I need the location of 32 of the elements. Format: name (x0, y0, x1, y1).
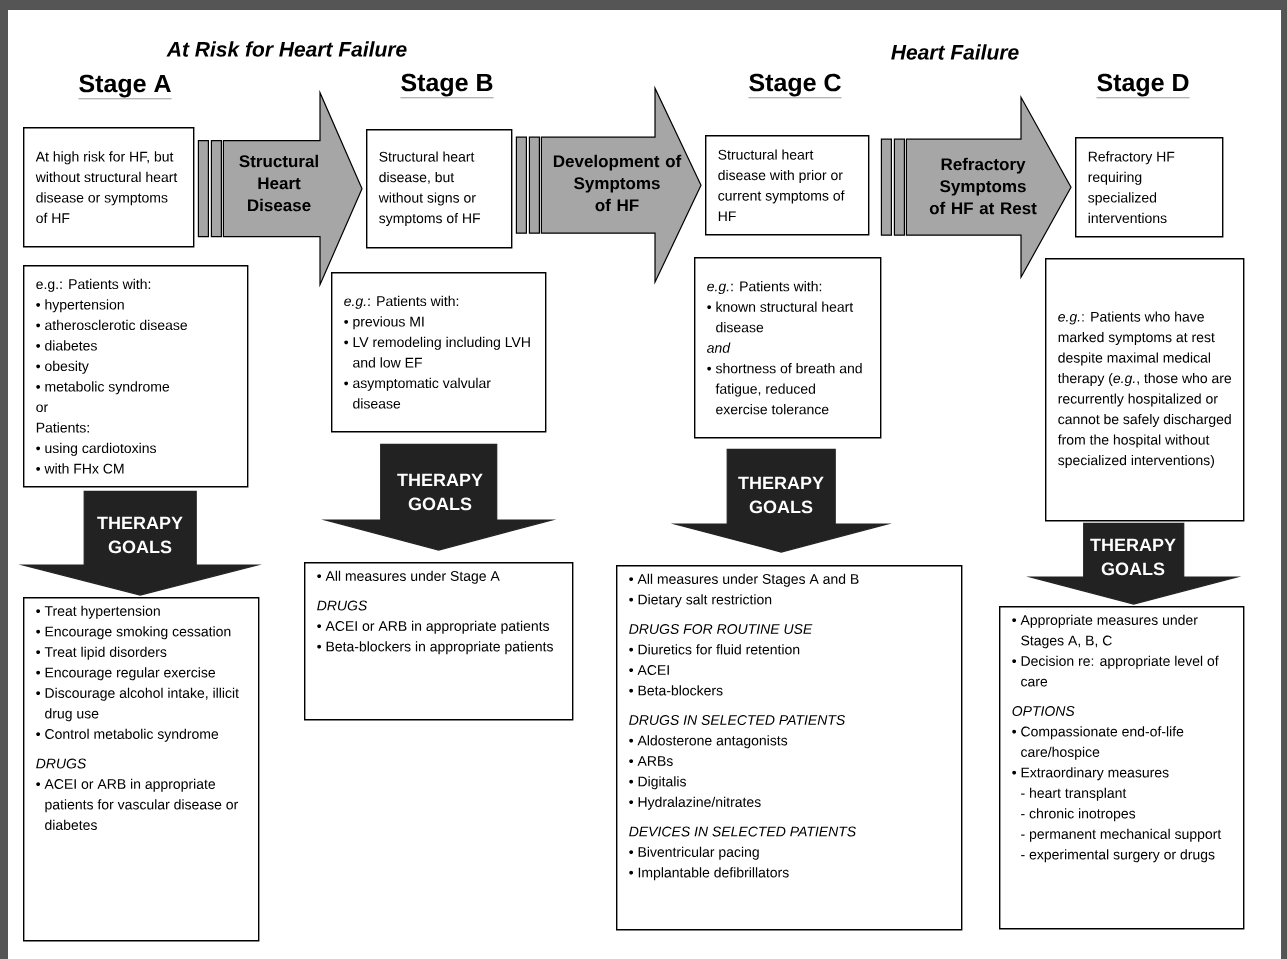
block-arrow (1026, 522, 1242, 605)
patient-examples-box: e.g.: Patients with: • previous MI • LV remodeling including LVH and low EF • asymptomatic valvular disease (331, 272, 547, 433)
stage-heading: Stage C (748, 73, 842, 98)
therapy-goals-box: • All measures under Stage A DRUGS • ACEI or ARB in appropriate patients • Beta-blockers in appropriate patients (304, 562, 574, 721)
therapy-goals-box: • Appropriate measures under Stages A, B, C • Decision re: appropriate level of care OPTIONS • Compassionate end-of-life care/hospice • Extraordinary measures - heart transplant - chronic inotropes - permanent mechanical support - experimental surgery or drugs (999, 606, 1245, 930)
edge-label: Refractory Symptoms of HF at Rest (929, 157, 1037, 215)
stage-heading: Stage B (400, 73, 494, 98)
therapy-goals-box: • Treat hypertension • Encourage smoking cessation • Treat lipid disorders • Encourage regular exercise • Discourage alcohol intake, illicit drug use • Control metabolic syndrome DRUGS • ACEI or ARB in appropriate patients for vascular disease or diabetes (23, 597, 260, 942)
group-title: Heart Failure (891, 44, 1019, 60)
stage-box: At high risk for HF, but without structural heart disease or symptoms of HF (23, 127, 195, 248)
therapy-goals-box: • All measures under Stages A and B • Dietary salt restriction DRUGS FOR ROUTINE USE • Diuretics for fluid retention • ACEI • Beta-blockers DRUGS IN SELECTED PATIENTS • Aldosterone antagonists • ARBs • Digitalis • Hydralazine/nitrates DEVICES IN SELECTED PATIENTS • Biventricular pacing • Implantable defibrillators (616, 565, 963, 931)
block-arrow (18, 490, 262, 596)
block-arrow (321, 443, 557, 551)
edge-label: Development of Symptoms of HF (553, 154, 682, 212)
block-arrow (670, 448, 892, 553)
edge-label: THERAPY GOALS (1090, 538, 1176, 576)
patient-examples-box: e.g.: Patients who have marked symptoms at rest despite maximal medical therapy (e.g., those who are recurrently hospitalized or cannot be safely discharged from the hospital without specialized interventions) (1045, 258, 1245, 522)
stage-heading: Stage A (78, 74, 172, 99)
block-arrow (540, 85, 702, 285)
stage-box: Structural heart disease, but without signs or symptoms of HF (366, 129, 513, 249)
block-arrow (905, 94, 1072, 280)
group-title: At Risk for Heart Failure (166, 41, 407, 57)
patient-examples-box: e.g.: Patients with: • known structural heart disease and • shortness of breath and fatigue, reduced exercise tolerance (694, 257, 882, 439)
edge-label: THERAPY GOALS (397, 473, 483, 511)
stage-heading: Stage D (1096, 73, 1190, 98)
stage-box: Structural heart disease with prior or current symptoms of HF (705, 135, 870, 236)
patient-examples-box: e.g.: Patients with: • hypertension • atherosclerotic disease • diabetes • obesity • metabolic syndrome or Patients: • using cardiotoxins • with FHx CM (23, 265, 249, 488)
edge-label: THERAPY GOALS (738, 476, 824, 514)
stage-box: Refractory HF requiring specialized interventions (1075, 137, 1224, 238)
edge-label: Structural Heart Disease (239, 154, 318, 212)
block-arrow (222, 89, 363, 288)
edge-label: THERAPY GOALS (97, 516, 183, 554)
